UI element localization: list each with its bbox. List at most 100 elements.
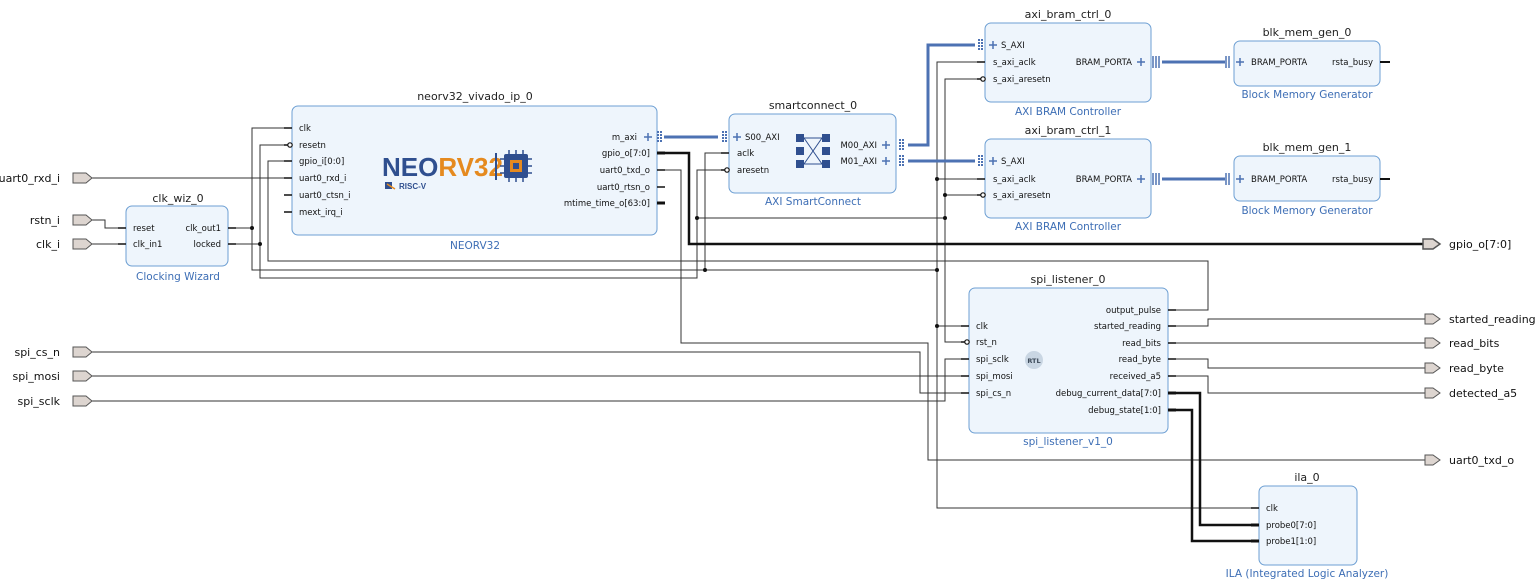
pin-mtime-time-o: mtime_time_o[63:0] — [564, 199, 650, 209]
block-instance-name: axi_bram_ctrl_1 — [1025, 124, 1112, 137]
block-instance-name: blk_mem_gen_1 — [1263, 141, 1352, 154]
block-subtitle: ILA (Integrated Logic Analyzer) — [1226, 568, 1389, 580]
pin-rsta-busy: rsta_busy — [1332, 58, 1373, 68]
pin-resetn: resetn — [299, 141, 326, 151]
pin-s-axi: S_AXI — [1001, 157, 1025, 167]
port-label: uart0_txd_o — [1449, 454, 1514, 467]
clk-wiz-block[interactable]: clk_wiz_0 Clocking Wizard reset clk_in1 … — [118, 192, 236, 283]
block-instance-name: neorv32_vivado_ip_0 — [417, 90, 533, 103]
pin-spi-cs-n: spi_cs_n — [976, 389, 1011, 399]
block-subtitle: AXI BRAM Controller — [1015, 221, 1122, 233]
svg-text:RTL: RTL — [1027, 357, 1040, 365]
svg-text:NEORV32: NEORV32 — [382, 152, 503, 182]
block-subtitle: spi_listener_v1_0 — [1023, 436, 1113, 448]
neorv32-logo: NEORV32 RISC-V — [382, 150, 532, 191]
pin-s-axi-aclk: s_axi_aclk — [993, 58, 1036, 68]
pin-uart0-ctsn-i: uart0_ctsn_i — [299, 191, 351, 201]
pin-output-pulse: output_pulse — [1106, 306, 1161, 316]
blk-mem-gen-1-block[interactable]: blk_mem_gen_1 Block Memory Generator BRA… — [1225, 141, 1390, 217]
pin-mext-irq-i: mext_irq_i — [299, 208, 343, 218]
port-label: detected_a5 — [1449, 387, 1517, 400]
block-instance-name: axi_bram_ctrl_0 — [1025, 8, 1112, 21]
output-port-read-byte[interactable]: read_byte — [1424, 362, 1504, 375]
pin-bram-porta: BRAM_PORTA — [1251, 58, 1307, 68]
port-label: spi_sclk — [18, 395, 61, 408]
block-instance-name: spi_listener_0 — [1031, 273, 1106, 286]
pin-clk: clk — [976, 322, 988, 332]
pin-locked: locked — [194, 240, 221, 250]
neorv32-block[interactable]: neorv32_vivado_ip_0 NEORV32 clk resetn g… — [284, 90, 665, 252]
block-subtitle: Block Memory Generator — [1241, 205, 1373, 217]
output-port-read-bits[interactable]: read_bits — [1424, 337, 1500, 350]
pin-gpio-o: gpio_o[7:0] — [602, 149, 650, 159]
pin-debug-current-data: debug_current_data[7:0] — [1056, 389, 1161, 399]
block-subtitle: AXI BRAM Controller — [1015, 106, 1122, 118]
pin-uart0-rtsn-o: uart0_rtsn_o — [597, 183, 650, 193]
input-port-spi-mosi[interactable]: spi_mosi — [12, 370, 93, 383]
pin-m01-axi: M01_AXI — [840, 157, 877, 167]
axi-bram-ctrl-0-block[interactable]: axi_bram_ctrl_0 AXI BRAM Controller S_AX… — [977, 8, 1160, 118]
block-subtitle: AXI SmartConnect — [765, 196, 861, 208]
smartconnect-block[interactable]: smartconnect_0 AXI SmartConnect S00_AXI … — [721, 99, 904, 208]
axi-bram-ctrl-1-block[interactable]: axi_bram_ctrl_1 AXI BRAM Controller S_AX… — [977, 124, 1160, 233]
pin-s-axi-aclk: s_axi_aclk — [993, 175, 1036, 185]
ila-block[interactable]: ila_0 ILA (Integrated Logic Analyzer) cl… — [1226, 471, 1389, 580]
output-port-detected-a5[interactable]: detected_a5 — [1424, 387, 1517, 400]
risc-v-logo-text: RISC-V — [399, 182, 427, 191]
block-subtitle: Block Memory Generator — [1241, 89, 1373, 101]
block-instance-name: clk_wiz_0 — [152, 192, 203, 205]
block-subtitle: Clocking Wizard — [136, 271, 220, 283]
pin-bram-porta: BRAM_PORTA — [1251, 175, 1307, 185]
pin-started-reading: started_reading — [1094, 322, 1161, 332]
block-instance-name: blk_mem_gen_0 — [1263, 26, 1352, 39]
block-instance-name: smartconnect_0 — [769, 99, 857, 112]
crossbar-icon — [796, 134, 830, 168]
nets — [92, 43, 1425, 543]
input-port-clk-i[interactable]: clk_i — [36, 238, 93, 251]
input-port-rstn-i[interactable]: rstn_i — [30, 214, 93, 227]
port-label: read_bits — [1449, 337, 1500, 350]
input-port-spi-cs-n[interactable]: spi_cs_n — [14, 346, 93, 359]
port-label: gpio_o[7:0] — [1449, 238, 1511, 251]
input-port-uart0-rxd-i[interactable]: uart0_rxd_i — [0, 172, 93, 185]
port-label: started_reading — [1449, 313, 1536, 326]
output-port-started-reading[interactable]: started_reading — [1424, 313, 1536, 326]
pin-spi-mosi: spi_mosi — [976, 372, 1013, 382]
port-label: spi_cs_n — [14, 346, 60, 359]
pin-s00-axi: S00_AXI — [745, 133, 780, 143]
pin-rst-n: rst_n — [976, 338, 997, 348]
pin-m-axi: m_axi — [612, 133, 637, 143]
block-instance-name: ila_0 — [1294, 471, 1319, 484]
pin-s-axi: S_AXI — [1001, 41, 1025, 51]
net-junctions — [250, 177, 947, 328]
pin-rsta-busy: rsta_busy — [1332, 175, 1373, 185]
pin-read-bits: read_bits — [1122, 339, 1161, 349]
output-port-gpio-o[interactable]: gpio_o[7:0] — [1422, 238, 1511, 251]
pin-aclk: aclk — [737, 149, 754, 159]
pin-uart0-rxd-i: uart0_rxd_i — [299, 174, 346, 184]
rtl-badge-icon: RTL — [1025, 351, 1043, 369]
output-port-uart0-txd-o[interactable]: uart0_txd_o — [1424, 454, 1514, 467]
pin-s-axi-aresetn: s_axi_aresetn — [993, 191, 1051, 201]
pin-uart0-txd-o: uart0_txd_o — [600, 166, 650, 176]
pin-clk: clk — [299, 124, 311, 134]
pin-probe0: probe0[7:0] — [1266, 521, 1316, 531]
port-label: spi_mosi — [12, 370, 60, 383]
pin-bram-porta: BRAM_PORTA — [1076, 58, 1132, 68]
pin-debug-state: debug_state[1:0] — [1088, 406, 1161, 416]
pin-gpio-i: gpio_i[0:0] — [299, 157, 344, 167]
pin-aresetn: aresetn — [737, 166, 769, 176]
input-port-spi-sclk[interactable]: spi_sclk — [18, 395, 93, 408]
blk-mem-gen-0-block[interactable]: blk_mem_gen_0 Block Memory Generator BRA… — [1225, 26, 1390, 101]
spi-listener-block[interactable]: spi_listener_0 spi_listener_v1_0 clk rst… — [961, 273, 1176, 448]
pin-reset: reset — [133, 224, 155, 234]
pin-s-axi-aresetn: s_axi_aresetn — [993, 75, 1051, 85]
port-label: clk_i — [36, 238, 60, 251]
port-label: uart0_rxd_i — [0, 172, 60, 185]
pin-clk: clk — [1266, 504, 1278, 514]
chip-icon — [500, 150, 532, 182]
pin-read-byte: read_byte — [1119, 355, 1161, 365]
pin-clk-in1: clk_in1 — [133, 240, 162, 250]
port-label: read_byte — [1449, 362, 1504, 375]
